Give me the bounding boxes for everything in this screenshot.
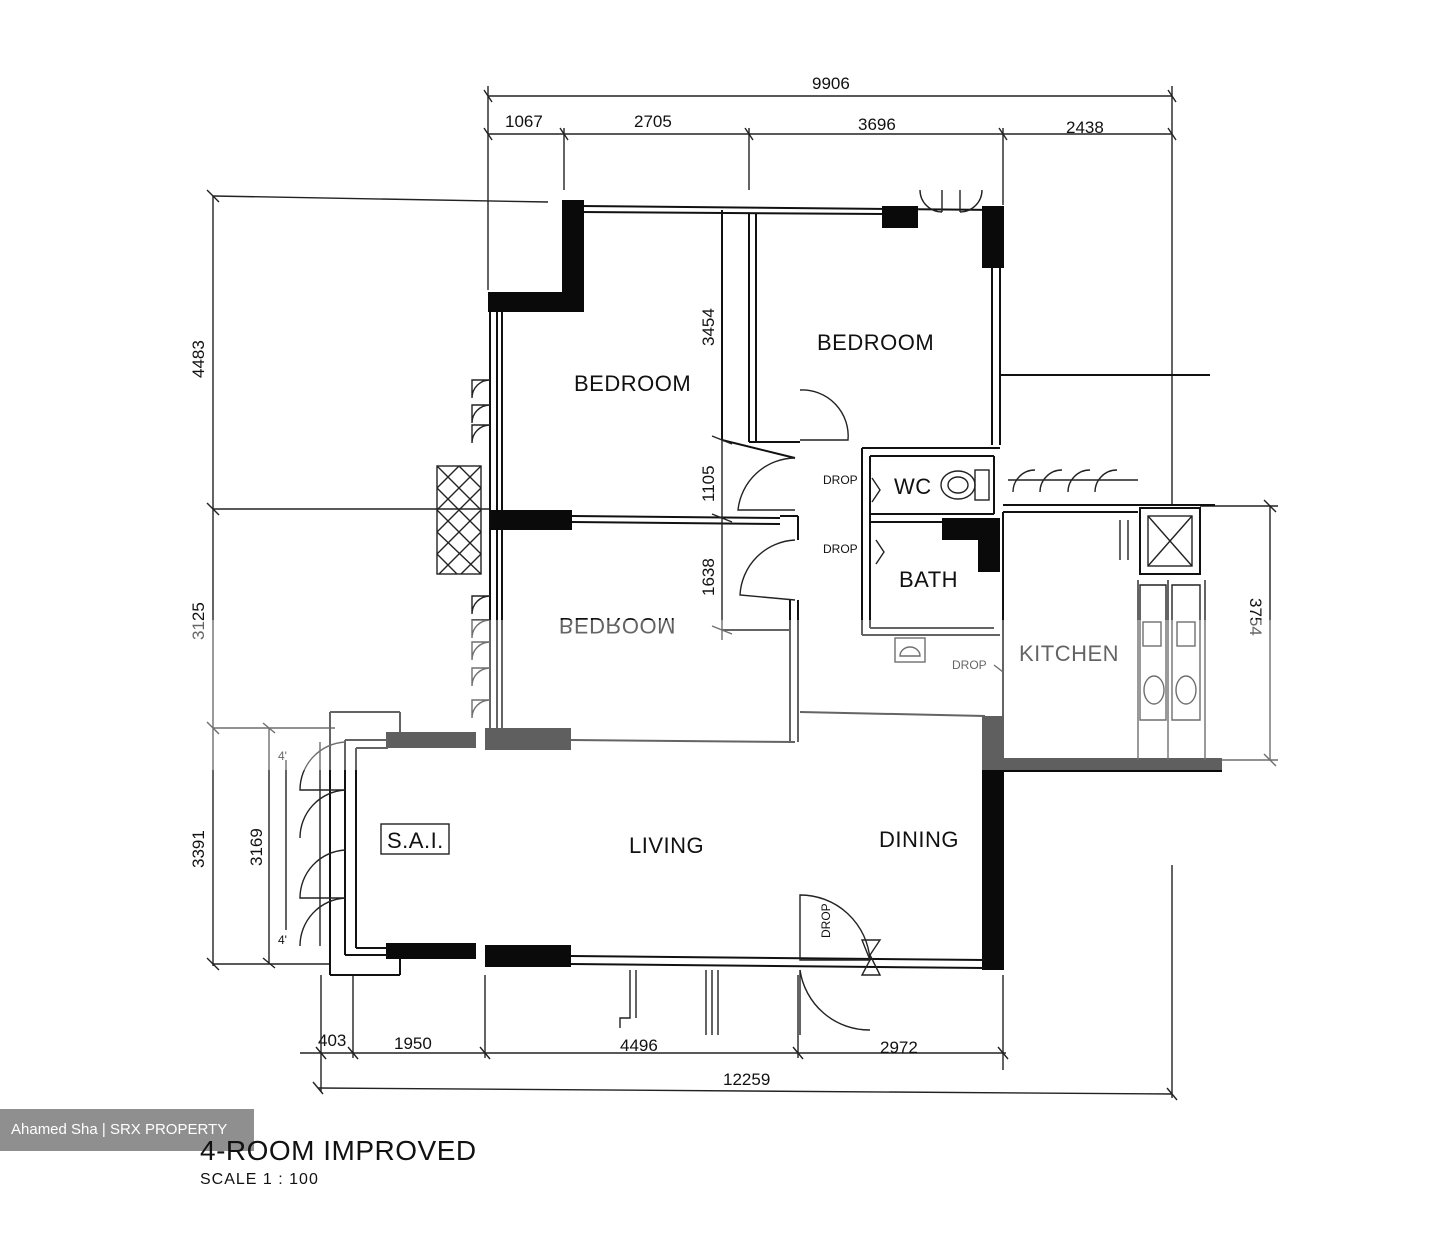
plan-scale: SCALE 1 : 100 <box>200 1171 319 1188</box>
refuse-chute-icon <box>1137 580 1206 760</box>
dim-left-inner: 3169 <box>247 828 266 866</box>
label-four-feet-bottom: 4' <box>278 933 287 947</box>
label-drop-kitchen: DROP <box>952 658 987 672</box>
walls <box>329 200 1222 976</box>
room-label-bedroom-3: BEDROOM <box>559 613 676 638</box>
label-four-feet-top: 4' <box>278 749 287 763</box>
label-drop-bath: DROP <box>823 542 858 556</box>
bottom-dimensions: 403 1950 4496 2972 12259 <box>300 865 1178 1101</box>
fixtures <box>871 469 1206 760</box>
dim-bottom-1: 403 <box>318 1031 346 1050</box>
label-drop-main-door: DROP <box>819 903 833 938</box>
basin-icon <box>894 637 926 663</box>
plan-title: 4-ROOM IMPROVED <box>200 1135 477 1166</box>
dim-top-total: 9906 <box>812 74 850 93</box>
toilet-icon <box>940 469 990 501</box>
dim-right-lift: 3754 <box>1246 598 1265 636</box>
right-dimension: 3754 <box>1200 499 1278 767</box>
faded-strip <box>0 620 1440 770</box>
room-label-wc: WC <box>894 474 932 499</box>
watermark-label: Ahamed Sha | SRX PROPERTY <box>0 1109 254 1151</box>
left-dimensions: 4483 3125 3391 3169 4' 4' <box>189 189 549 971</box>
dim-bottom-3: 4496 <box>620 1036 658 1055</box>
lift-icon <box>1139 507 1201 575</box>
room-label-bedroom-1: BEDROOM <box>574 371 691 396</box>
dim-inner-3454: 3454 <box>699 308 718 346</box>
dim-bottom-total: 12259 <box>723 1070 770 1089</box>
dim-top-1: 1067 <box>505 112 543 131</box>
room-labels: BEDROOM BEDROOM BEDROOM WC BATH KITCHEN … <box>380 308 1119 938</box>
dim-left-3: 3391 <box>189 830 208 868</box>
room-label-sai: S.A.I. <box>387 828 444 853</box>
dim-left-1: 4483 <box>189 340 208 378</box>
dim-inner-1105: 1105 <box>699 465 718 502</box>
room-label-dining: DINING <box>879 827 959 852</box>
room-label-kitchen: KITCHEN <box>1019 641 1119 666</box>
top-dimensions: 9906 1067 2705 3696 2438 <box>483 74 1177 505</box>
dim-top-2: 2705 <box>634 112 672 131</box>
doors-windows <box>299 189 1138 1035</box>
dim-inner-1638: 1638 <box>699 558 718 596</box>
grille-icon <box>436 465 482 575</box>
room-label-bath: BATH <box>899 567 958 592</box>
label-drop-wc: DROP <box>823 473 858 487</box>
dim-bottom-2: 1950 <box>394 1034 432 1053</box>
dim-bottom-4: 2972 <box>880 1038 918 1057</box>
dim-top-4: 2438 <box>1066 118 1104 137</box>
dim-left-2: 3125 <box>189 602 208 640</box>
room-label-living: LIVING <box>629 833 704 858</box>
room-label-bedroom-2: BEDROOM <box>817 330 934 355</box>
dim-top-3: 3696 <box>858 115 896 134</box>
